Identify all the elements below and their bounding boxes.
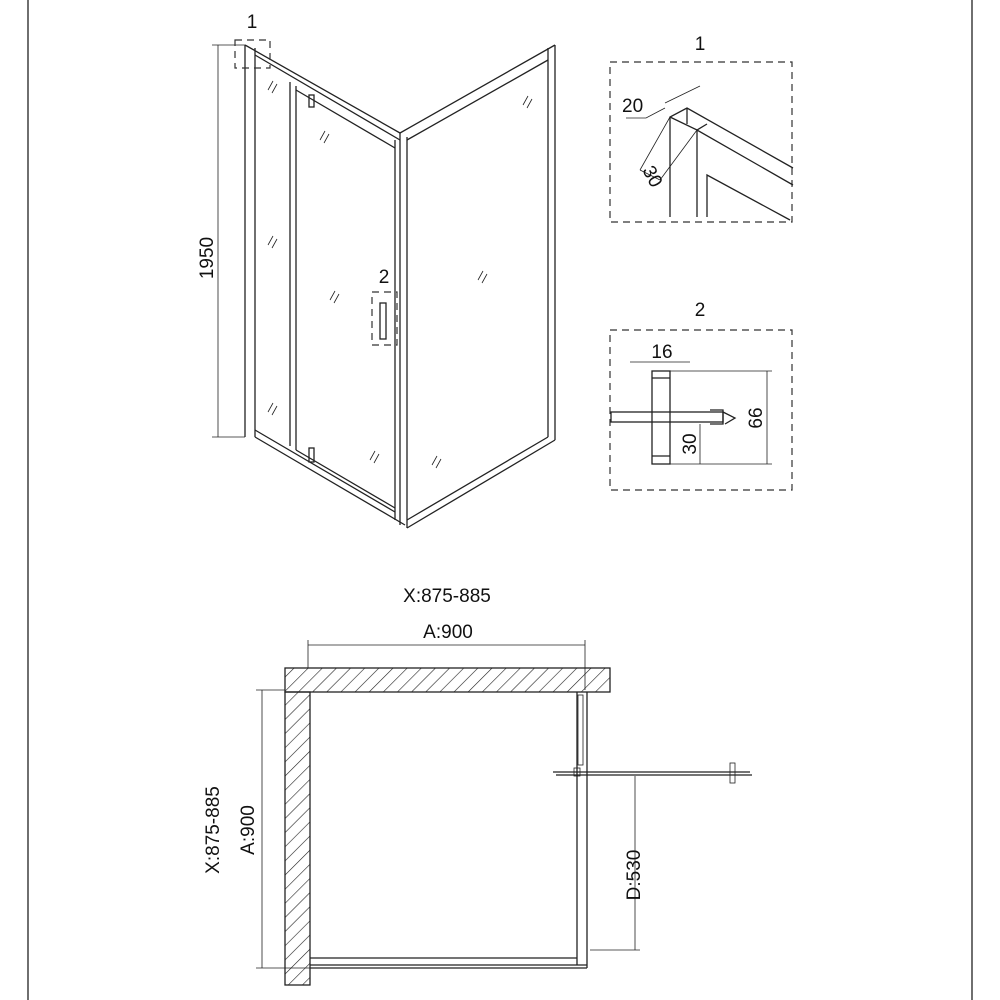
height-label: 1950 [197,237,218,279]
perspective-view: 1950 1 2 [197,12,556,529]
plan-view: X:875-885 A:900 A:900 X:875-885 D:530 [203,586,752,986]
plan-a-left: A:900 [238,805,259,855]
callout-box-2 [371,291,398,346]
detail-2-height: 66 [746,407,767,428]
detail-2-title: 2 [695,300,706,321]
callout-1-label: 1 [247,12,258,33]
height-dimension: 1950 [197,44,245,438]
detail-1-width: 20 [622,96,643,117]
detail-2-offset: 30 [680,433,701,454]
wall-left [284,691,311,986]
detail-2-width: 16 [651,342,672,363]
detail-2: 2 16 66 30 [609,300,793,491]
plan-x-range-left: X:875-885 [203,786,224,874]
plan-x-range-top: X:875-885 [403,586,491,607]
wall-back [284,667,611,693]
plan-door-opening: D:530 [624,850,645,901]
glass-reflection-marks [267,80,533,469]
plan-a-top: A:900 [423,622,473,643]
sheet-frame [27,0,973,1000]
detail-1: 1 20 30 [609,34,794,223]
callout-box-1 [234,39,271,69]
detail-1-title: 1 [695,34,706,55]
callout-2-label: 2 [379,267,390,288]
